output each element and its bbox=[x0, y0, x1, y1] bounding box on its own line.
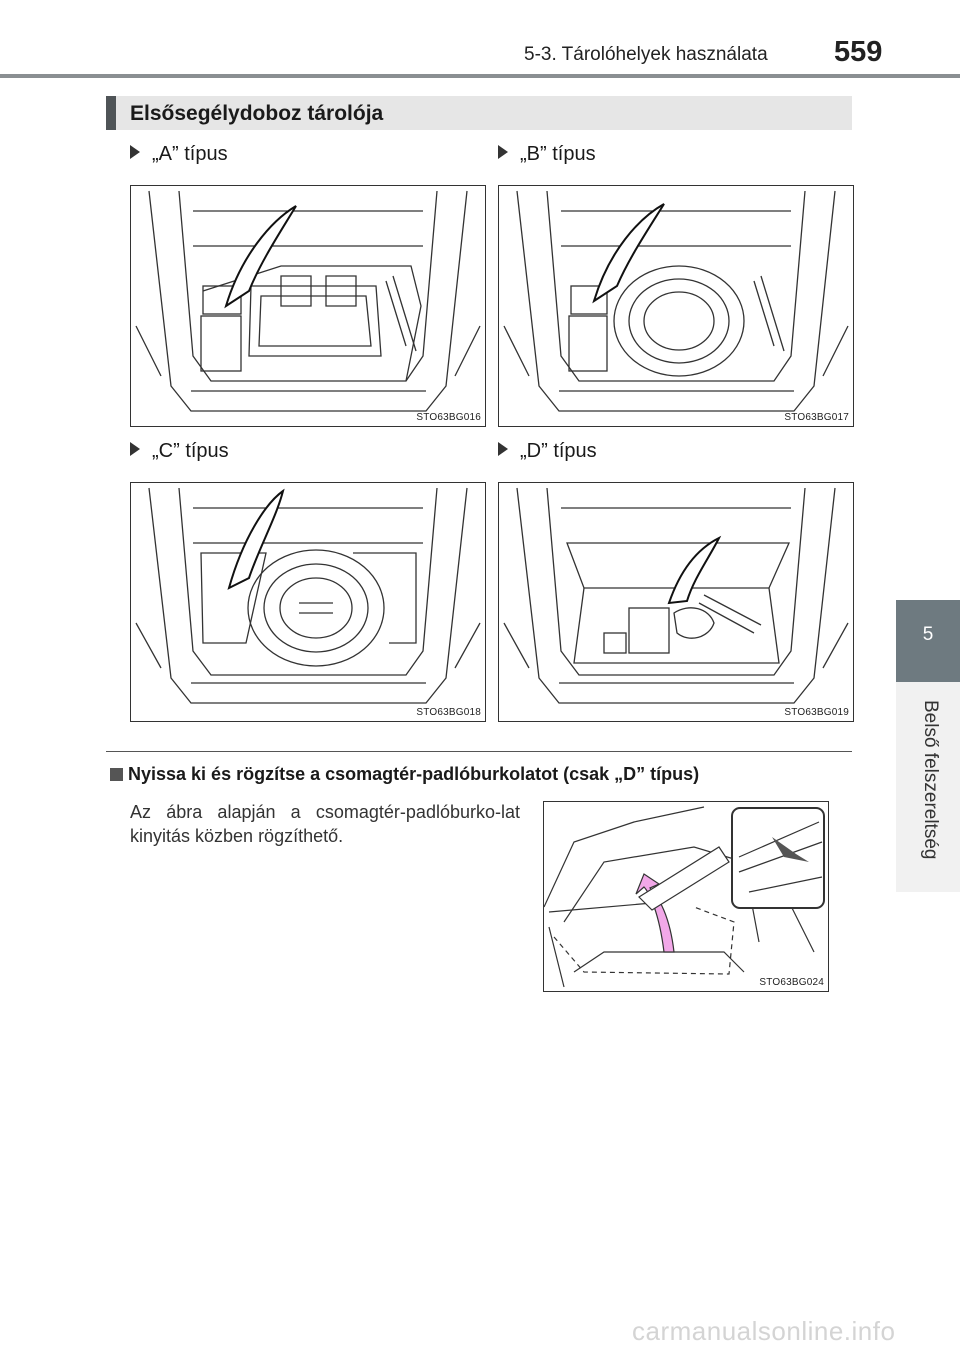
figure-type-b: STO63BG017 bbox=[498, 185, 854, 427]
type-label-a: „A” típus bbox=[130, 143, 228, 166]
chapter-number: 5 bbox=[922, 624, 934, 645]
subsection-rule bbox=[106, 751, 852, 752]
subsection-body-text: Az ábra alapján a csomagtér-padlóburko-l… bbox=[130, 802, 520, 846]
triangle-bullet-icon bbox=[498, 442, 508, 456]
figure-code: STO63BG018 bbox=[416, 707, 481, 718]
figure-code: STO63BG016 bbox=[416, 412, 481, 423]
triangle-bullet-icon bbox=[130, 442, 140, 456]
type-label-b: „B” típus bbox=[498, 143, 596, 166]
trunk-illustration-d bbox=[503, 487, 849, 704]
figure-code: STO63BG024 bbox=[759, 977, 824, 988]
trunk-illustration-b bbox=[503, 190, 849, 412]
triangle-bullet-icon bbox=[130, 145, 140, 159]
type-label-c: „C” típus bbox=[130, 440, 229, 463]
chapter-strip bbox=[896, 682, 960, 892]
floor-board-illustration bbox=[544, 806, 825, 988]
header-section-title: 5-3. Tárolóhelyek használata bbox=[524, 44, 768, 65]
figure-code: STO63BG017 bbox=[784, 412, 849, 423]
type-label-d: „D” típus bbox=[498, 440, 597, 463]
watermark: carmanualsonline.info bbox=[632, 1316, 896, 1346]
figure-floor-board: STO63BG024 bbox=[543, 801, 829, 992]
section-title-accent bbox=[106, 96, 116, 130]
figure-type-d: STO63BG019 bbox=[498, 482, 854, 722]
chapter-tab: 5 bbox=[896, 600, 960, 682]
figure-type-a: STO63BG016 bbox=[130, 185, 486, 427]
triangle-bullet-icon bbox=[498, 145, 508, 159]
figure-code: STO63BG019 bbox=[784, 707, 849, 718]
section-title: Elsősegélydoboz tárolója bbox=[130, 102, 384, 125]
trunk-illustration-a bbox=[135, 190, 481, 412]
figure-type-c: STO63BG018 bbox=[130, 482, 486, 722]
trunk-illustration-c bbox=[135, 487, 481, 704]
page-number: 559 bbox=[834, 36, 883, 68]
header-rule bbox=[0, 74, 960, 78]
square-bullet-icon bbox=[110, 768, 123, 781]
subsection-heading: Nyissa ki és rögzítse a csomagtér-padlób… bbox=[110, 764, 699, 785]
chapter-title: Belső felszereltség bbox=[920, 700, 941, 860]
section-title-bar: Elsősegélydoboz tárolója bbox=[106, 96, 852, 130]
